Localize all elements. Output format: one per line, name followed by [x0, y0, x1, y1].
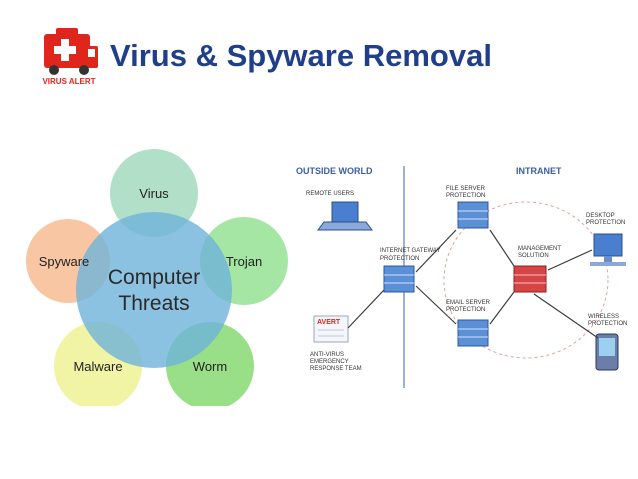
label-file-server-1: FILE SERVER	[446, 186, 486, 192]
ambulance-icon	[44, 28, 98, 75]
logo-text: VIRUS ALERT	[42, 77, 95, 86]
wireless-pda-icon	[596, 334, 618, 370]
threat-label-virus: Virus	[139, 186, 169, 201]
label-desktop-2: PROTECTION	[586, 220, 625, 226]
label-avert-badge: AVERT	[317, 319, 341, 326]
label-avert-2: EMERGENCY	[310, 359, 349, 365]
header-outside-world: OUTSIDE WORLD	[296, 166, 373, 176]
desktop-monitor-icon	[590, 234, 626, 266]
threat-label-spyware: Spyware	[39, 254, 90, 269]
label-wireless-1: WIRELESS	[588, 314, 619, 320]
threats-diagram: Virus Trojan Worm Malware Spyware Comput…	[24, 148, 294, 406]
label-gateway-1: INTERNET GATEWAY	[380, 248, 440, 254]
label-remote-users: REMOTE USERS	[306, 191, 354, 197]
label-wireless-2: PROTECTION	[588, 321, 627, 327]
virus-alert-logo: VIRUS ALERT	[36, 24, 102, 86]
threat-center-line2: Threats	[118, 292, 189, 315]
threat-label-trojan: Trojan	[226, 254, 262, 269]
label-avert-3: RESPONSE TEAM	[310, 366, 362, 372]
threat-center	[76, 212, 232, 368]
threat-label-malware: Malware	[73, 359, 122, 374]
threat-center-line1: Computer	[108, 266, 200, 289]
label-email-2: PROTECTION	[446, 307, 485, 313]
label-gateway-2: PROTECTION	[380, 256, 419, 262]
network-diagram: OUTSIDE WORLD INTRANET REMOTE USERS INTE…	[288, 160, 632, 390]
file-server-icon	[458, 202, 488, 228]
label-avert-1: ANTI-VIRUS	[310, 352, 344, 358]
label-mgmt-1: MANAGEMENT	[518, 246, 561, 252]
label-file-server-2: PROTECTION	[446, 193, 485, 199]
email-server-icon	[458, 320, 488, 346]
slide-title: Virus & Spyware Removal	[110, 38, 492, 74]
label-email-1: EMAIL SERVER	[446, 300, 491, 306]
remote-user-laptop-icon	[318, 202, 372, 230]
label-mgmt-2: SOLUTION	[518, 253, 549, 259]
label-desktop-1: DESKTOP	[586, 213, 615, 219]
management-server-icon	[514, 266, 546, 292]
gateway-server-icon	[384, 266, 414, 292]
threat-label-worm: Worm	[193, 359, 227, 374]
header-intranet: INTRANET	[516, 166, 562, 176]
